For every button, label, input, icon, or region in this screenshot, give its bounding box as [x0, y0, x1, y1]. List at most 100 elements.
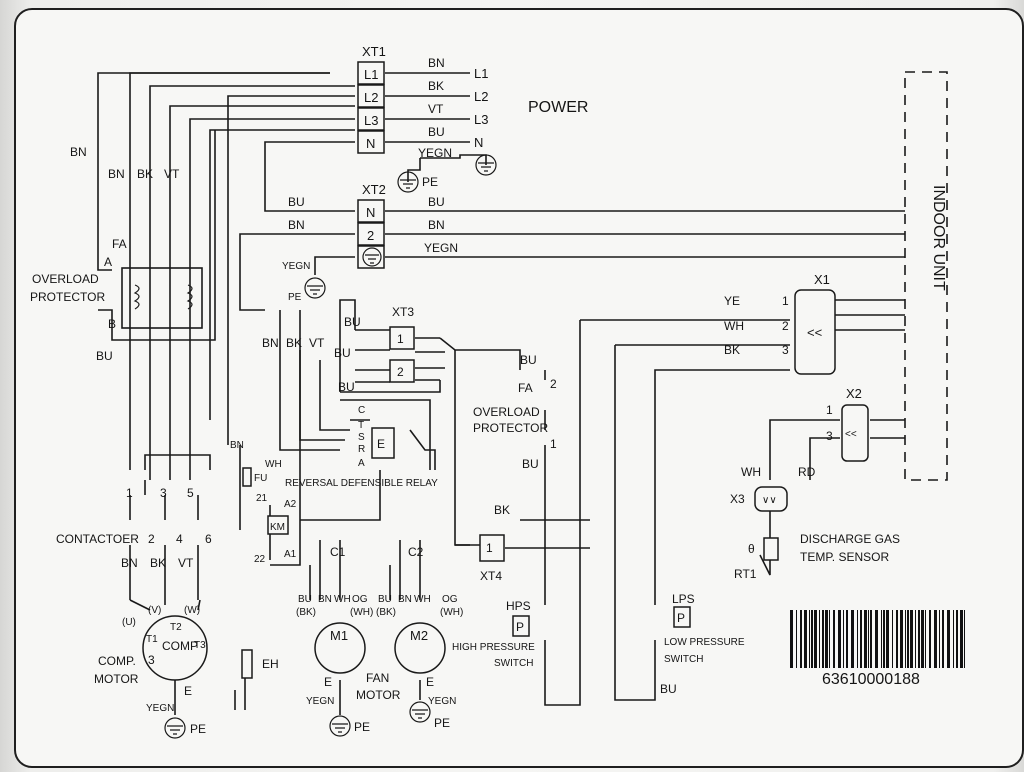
xt1-pin-l1	[357, 61, 385, 85]
fan-m1-label: M1	[330, 628, 348, 643]
barcode-bar	[907, 610, 909, 668]
xt2-left-yegn: YEGN	[282, 261, 310, 272]
hps-caption-1: HIGH PRESSURE	[452, 642, 535, 653]
barcode-bar	[929, 610, 931, 668]
comp-t1: T1	[146, 634, 158, 645]
fan-label-1: FAN	[366, 671, 389, 685]
km-pin-22: 22	[254, 554, 266, 565]
relay-pin-r: R	[358, 444, 365, 455]
barcode-bar	[934, 610, 937, 668]
barcode-bar	[915, 610, 916, 668]
relay-e: E	[377, 437, 385, 451]
phase-v: (V)	[148, 605, 161, 616]
left-wire-vt: VT	[164, 167, 180, 181]
comp-num: 3	[148, 653, 155, 667]
wire-bk: BK	[428, 79, 444, 93]
barcode-bar	[883, 610, 885, 668]
barcode-bar	[925, 610, 926, 668]
comp-pe: PE	[190, 722, 206, 736]
comp-t2: T2	[170, 622, 182, 633]
x1-pin-3: 3	[782, 343, 789, 357]
lps-caption-1: LOW PRESSURE	[664, 637, 745, 648]
m1-alt-wh: (WH)	[350, 607, 373, 618]
barcode-bar	[886, 610, 889, 668]
barcode-bar	[825, 610, 828, 668]
barcode-bar	[851, 610, 854, 668]
power-title: POWER	[528, 99, 588, 116]
barcode-bar	[846, 610, 848, 668]
barcode-bar	[953, 610, 954, 668]
barcode	[790, 610, 965, 668]
barcode-bar	[814, 610, 817, 668]
fa-switch-caption-1: OVERLOAD	[473, 405, 540, 419]
switch-bk: BK	[494, 503, 510, 517]
barcode-bar	[918, 610, 920, 668]
x1-label: X1	[814, 272, 830, 287]
contactor-pin-3: 3	[160, 486, 167, 500]
fan-yegn-m1: YEGN	[306, 696, 334, 707]
barcode-bar	[857, 610, 858, 668]
wires	[97, 72, 905, 715]
x2-label: X2	[846, 386, 862, 401]
barcode-bar	[881, 610, 882, 668]
eh-label: EH	[262, 657, 279, 671]
barcode-bar	[947, 610, 950, 668]
svg-text:<<: <<	[807, 325, 822, 340]
m2-wire-og: OG	[442, 594, 458, 605]
overload-fa: FA	[112, 237, 127, 251]
rt1-label: RT1	[734, 567, 757, 581]
comp-t3: T3	[194, 640, 206, 651]
xt3-bu-top: BU	[334, 346, 351, 360]
relay-e-box	[371, 427, 395, 459]
indoor-wire-wh: WH	[724, 319, 744, 333]
fa-switch-pin-2: 2	[550, 377, 557, 391]
fa-switch-label: FA	[518, 381, 533, 395]
power-n: N	[474, 135, 483, 150]
contactor-pin-4: 4	[176, 532, 183, 546]
m2-alt-bk: (BK)	[376, 607, 396, 618]
barcode-bar	[892, 610, 893, 668]
xt3-label: XT3	[392, 305, 414, 319]
barcode-bar	[875, 610, 878, 668]
sensor-wh: WH	[741, 465, 761, 479]
fan-c1: C1	[330, 545, 346, 559]
relay-pin-t: T	[358, 420, 364, 431]
xt2-pin-earth	[357, 245, 385, 269]
wire-vt: VT	[428, 102, 444, 116]
barcode-bar	[804, 610, 807, 668]
xt2-wire-yegn: YEGN	[424, 241, 458, 255]
xt2-label: XT2	[362, 182, 386, 197]
fa-switch-bu-bottom: BU	[522, 457, 539, 471]
fa-switch-caption-2: PROTECTOR	[473, 421, 548, 435]
power-l1: L1	[474, 66, 488, 81]
xt3-wire-bn: BN	[262, 336, 279, 350]
sensor-caption-2: TEMP. SENSOR	[800, 550, 889, 564]
x3-connector	[754, 486, 788, 512]
xt1-label: XT1	[362, 44, 386, 59]
m2-wire-bn: BN	[398, 594, 412, 605]
x2-connector	[841, 404, 869, 462]
xt2-left-pe: PE	[288, 292, 302, 303]
left-bn-top: BN	[70, 145, 87, 159]
xt1-pin-l3	[357, 107, 385, 131]
overload-b: B	[108, 317, 116, 331]
contactor-pin-5: 5	[187, 486, 194, 500]
barcode-bar	[905, 610, 906, 668]
lps-bu: BU	[660, 682, 677, 696]
fan-motor-m2	[394, 622, 446, 674]
hps-caption-2: SWITCH	[494, 658, 533, 669]
sensor-caption-1: DISCHARGE GAS	[800, 532, 900, 546]
fan-yegn-m2: YEGN	[428, 696, 456, 707]
barcode-bar	[860, 610, 862, 668]
barcode-bar	[819, 610, 820, 668]
xt1-pin-l2	[357, 84, 385, 108]
xt2-pin-n	[357, 199, 385, 223]
fan-motor-m1	[314, 622, 366, 674]
relay-wh: WH	[265, 459, 282, 470]
comp-center: COMP	[162, 639, 198, 653]
xt3-pin2-label: 2	[397, 365, 404, 379]
barcode-bar	[960, 610, 963, 668]
xt1-pin3-label: L3	[364, 113, 378, 128]
svg-text:∨∨: ∨∨	[762, 495, 777, 506]
